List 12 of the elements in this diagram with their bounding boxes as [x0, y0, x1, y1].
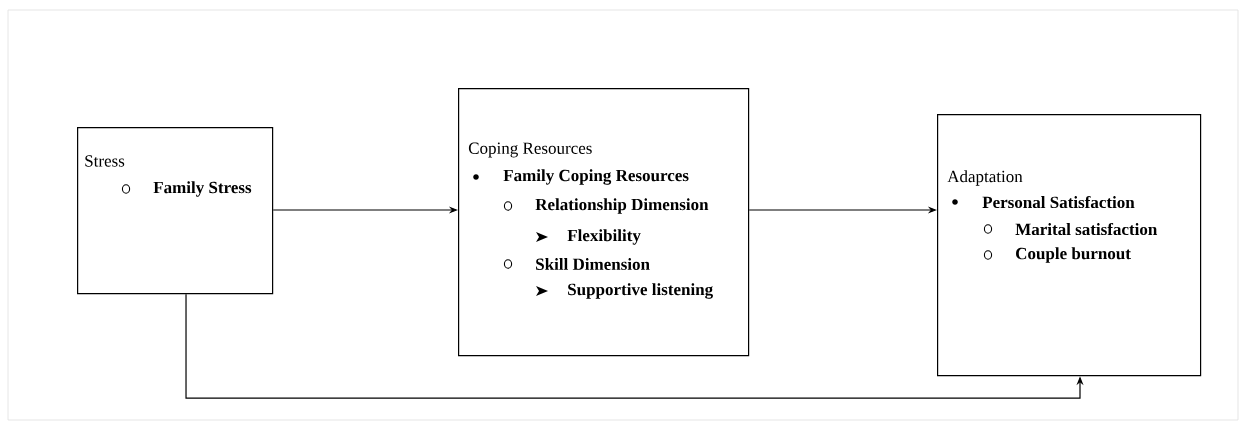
- list-item: Marital satisfaction: [1015, 222, 1158, 236]
- list-item: Couple burnout: [1016, 247, 1131, 263]
- list-item: Flexibility: [567, 229, 641, 245]
- list-item: Personal Satisfaction: [982, 195, 1135, 209]
- heading-text: Adaptation: [947, 170, 1023, 186]
- heading-text: Stress: [85, 155, 125, 167]
- heading-text: Coping Resources: [468, 142, 592, 158]
- list-item: Skill Dimension: [536, 258, 650, 270]
- list-item: Relationship Dimension: [535, 198, 709, 214]
- list-item: Supportive listening: [568, 283, 713, 299]
- list-item: Family Stress: [153, 181, 252, 197]
- list-item: Family Coping Resources: [503, 169, 689, 185]
